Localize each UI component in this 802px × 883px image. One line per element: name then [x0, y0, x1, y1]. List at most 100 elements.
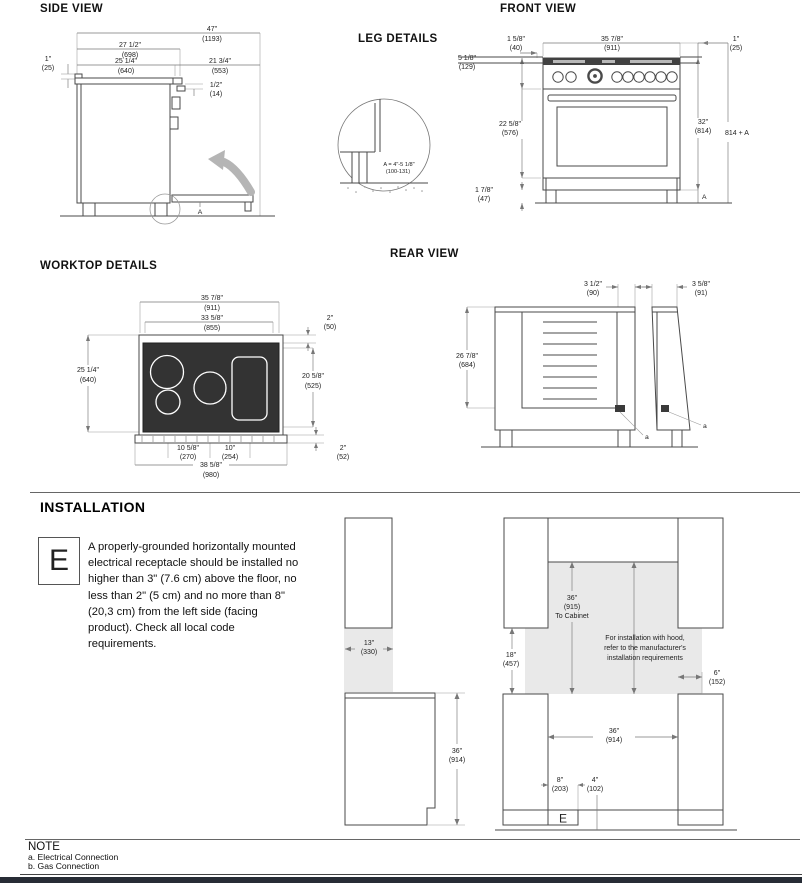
- door-handle-profile: [176, 85, 186, 92]
- ir-dim-18-mm: (457): [503, 661, 519, 668]
- installation-divider: [30, 492, 800, 493]
- ir-dim-4-in: 4": [592, 777, 599, 784]
- wt-dim-2-52-in: 2": [340, 445, 347, 452]
- dim-half-in: 1/2": [210, 82, 223, 89]
- dim-25q-in: 25 1/4": [115, 58, 137, 65]
- cooking-zones: [149, 354, 268, 421]
- side-view-a-label: A: [198, 209, 203, 216]
- burner-small: [155, 389, 181, 415]
- side-view-range-body: A: [60, 73, 275, 225]
- receptacle-symbol-box: [547, 809, 579, 826]
- base-cabinet: [344, 692, 436, 826]
- burner-large: [149, 354, 185, 390]
- dim-3578-mm: (911): [604, 45, 620, 52]
- receptacle-symbol: E: [559, 812, 567, 826]
- dim-518-in: 5 1/8": [458, 55, 477, 62]
- leg-formula-line2: (100-131): [386, 169, 410, 175]
- clearance-shade-area: [525, 562, 702, 694]
- dim-1in-mm: (25): [42, 65, 54, 72]
- worktop-dims: 35 7/8" (911) 33 5/8" (855) 2" (50) 25 1…: [77, 295, 349, 479]
- il-dim-13-mm: (330): [361, 649, 377, 656]
- conn-label-a1: a: [645, 434, 649, 441]
- hood-note-line1: For installation with hood,: [605, 635, 684, 642]
- dim-3578-in: 35 7/8": [601, 36, 623, 43]
- front-view-range: [458, 56, 732, 204]
- note-item-b: b. Gas Connection: [28, 861, 100, 871]
- note-item-a: a. Electrical Connection: [28, 852, 119, 862]
- knob-2: [565, 71, 577, 83]
- rear-view-body: a a: [481, 306, 707, 448]
- wt-dim-1058-mm: (270): [180, 454, 196, 461]
- burner-medium: [193, 371, 227, 405]
- dim-158-mm: (40): [510, 45, 522, 52]
- worktop-back-ledge: [74, 73, 83, 79]
- install-side-diagram: 13" (330) 36" (914): [344, 517, 465, 826]
- rv-dim-358-mm: (91): [695, 290, 707, 297]
- dim-178-in: 1 7/8": [475, 187, 494, 194]
- il-dim-36-mm: (914): [449, 757, 465, 764]
- front-trim-rail: [134, 434, 288, 444]
- ir-dim-6-in: 6": [714, 670, 721, 677]
- dim-total-label: 814 + A: [725, 130, 749, 137]
- electrical-symbol: E: [48, 544, 69, 577]
- wt-dim-2058-mm: (525): [305, 383, 321, 390]
- wt-dim-2514-mm: (640): [80, 377, 96, 384]
- front-leg: [154, 202, 168, 217]
- front-left-leg: [545, 189, 557, 204]
- dim-half-mm: (14): [210, 91, 222, 98]
- hood-note-line2: refer to the manufacturer's: [604, 645, 686, 652]
- wt-dim-3358-in: 33 5/8": [201, 315, 223, 322]
- leg-details-title: LEG DETAILS: [358, 33, 438, 45]
- dim-27half-in: 27 1/2": [119, 42, 141, 49]
- ground-hatch-dots: [347, 186, 423, 193]
- rv-dim-312-mm: (90): [587, 290, 599, 297]
- vent-slots: [543, 321, 597, 400]
- door-rotation-arrowhead: [208, 150, 225, 170]
- range-carcass: [76, 83, 171, 204]
- rear-view-title: REAR VIEW: [390, 248, 459, 260]
- wt-dim-2-50-in: 2": [327, 315, 334, 322]
- worktop-top-view: [134, 334, 288, 444]
- oven-handle: [547, 94, 677, 102]
- rear-cabinet: [494, 306, 636, 431]
- wt-dim-3358-mm: (855): [204, 325, 220, 332]
- conn-label-a2: a: [703, 423, 707, 430]
- door-rotation-arrow: [220, 158, 255, 196]
- wt-dim-10-mm: (254): [222, 454, 238, 461]
- il-dim-13-in: 13": [364, 640, 375, 647]
- dim-21t-mm: (553): [212, 68, 228, 75]
- footer-accent-bar: [0, 877, 802, 883]
- panel-leg: [671, 429, 683, 448]
- ir-dim-8-mm: (203): [552, 786, 568, 793]
- front-view-dims: 1 5/8" (40) 35 7/8" (911) 1" (25) 5 1/8"…: [458, 36, 749, 211]
- leg-formula-line1: A = 4"-5 1/8": [383, 162, 414, 168]
- install-front-diagram: 36" (915) To Cabinet For installation wi…: [495, 517, 737, 831]
- upper-cabinet-right: [677, 517, 724, 629]
- wt-dim-3858-in: 38 5/8": [200, 462, 222, 469]
- dim-518-mm: (129): [459, 64, 475, 71]
- ir-tocab-mm: (915): [564, 604, 580, 611]
- dim-27half-mm: (698): [122, 52, 138, 59]
- front-a-label: A: [702, 194, 707, 201]
- dim-1in-in: 1": [45, 56, 52, 63]
- front-view-drawing: 1 5/8" (40) 35 7/8" (911) 1" (25) 5 1/8"…: [458, 36, 749, 211]
- wt-dim-2-52-mm: (52): [337, 454, 349, 461]
- hood-cabinet: [547, 517, 679, 563]
- control-panel-profile: [171, 96, 181, 110]
- ir-dim-18-in: 18": [506, 652, 517, 659]
- wt-dim-3858-mm: (980): [203, 472, 219, 479]
- wt-dim-2-50-mm: (50): [324, 324, 336, 331]
- rv-dim-312-in: 3 1/2": [584, 281, 603, 288]
- wall-shade-area: [344, 628, 393, 692]
- ir-dim-36-in: 36": [609, 728, 620, 735]
- side-view-dim-lines: 47" (1193) 27 1/2" (698) 1" (25) 25 1/4"…: [42, 26, 261, 216]
- rv-dim-358-in: 3 5/8": [692, 281, 711, 288]
- dim-47-mm: (1193): [202, 36, 222, 43]
- knob-7: [655, 71, 667, 83]
- upper-cabinet-left: [503, 517, 549, 629]
- note-title: NOTE: [28, 841, 60, 853]
- knob-5: [633, 71, 645, 83]
- installation-body-text: A properly-grounded horizontally mounted…: [88, 541, 299, 651]
- griddle-zone: [231, 356, 268, 421]
